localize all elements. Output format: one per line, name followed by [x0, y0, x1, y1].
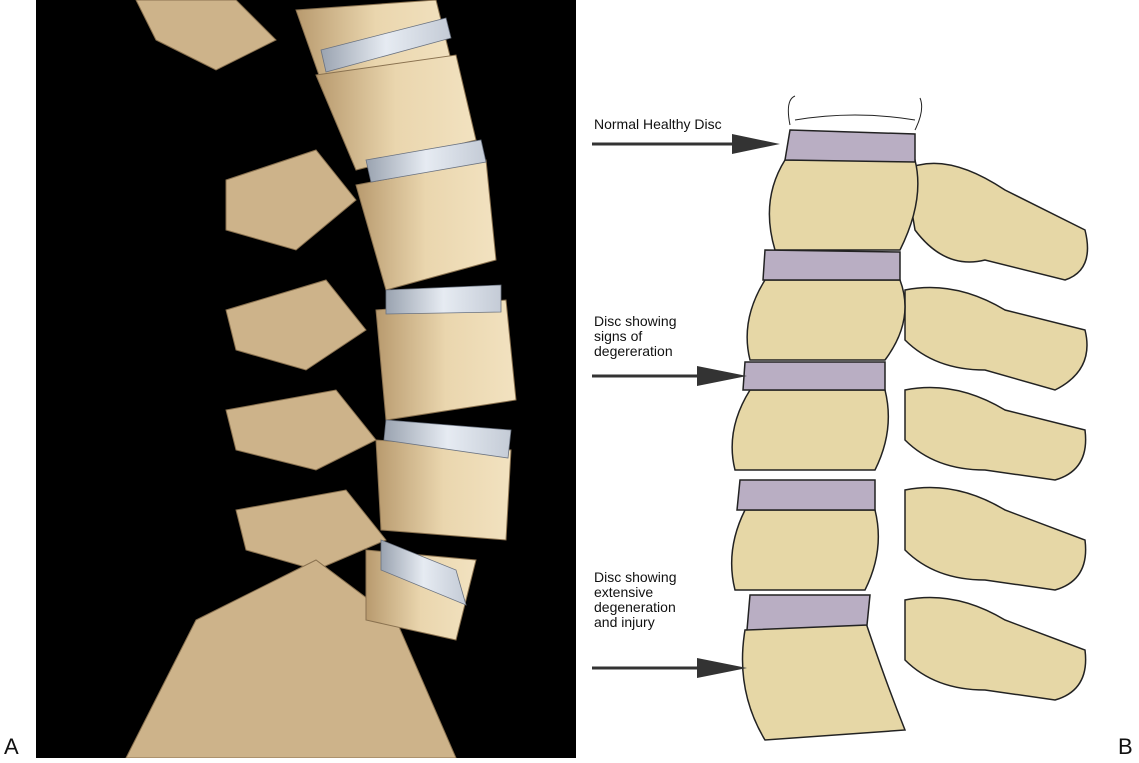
- arrow-normal-disc: [592, 132, 782, 156]
- callout-degeneration-line-1: Disc showing: [594, 314, 676, 329]
- callout-degeneration-line-3: degereration: [594, 344, 676, 359]
- rendered-spine-illustration: [36, 0, 576, 758]
- callout-normal-disc: Normal Healthy Disc: [594, 117, 722, 132]
- callout-extensive-line-1: Disc showing: [594, 570, 676, 585]
- callout-extensive-line-4: and injury: [594, 615, 676, 630]
- arrow-extensive-degeneration: [592, 656, 752, 680]
- callout-degeneration: Disc showing signs of degereration: [594, 314, 676, 359]
- callout-extensive-line-3: degeneration: [594, 600, 676, 615]
- arrow-degeneration: [592, 364, 752, 388]
- panel-label-a: A: [4, 736, 19, 758]
- callout-extensive-degeneration: Disc showing extensive degeneration and …: [594, 570, 676, 630]
- callout-degeneration-line-2: signs of: [594, 329, 676, 344]
- callout-extensive-line-2: extensive: [594, 585, 676, 600]
- callout-normal-disc-text: Normal Healthy Disc: [594, 116, 722, 132]
- panel-label-b: B: [1118, 736, 1133, 758]
- rendered-spine-panel: [36, 0, 576, 758]
